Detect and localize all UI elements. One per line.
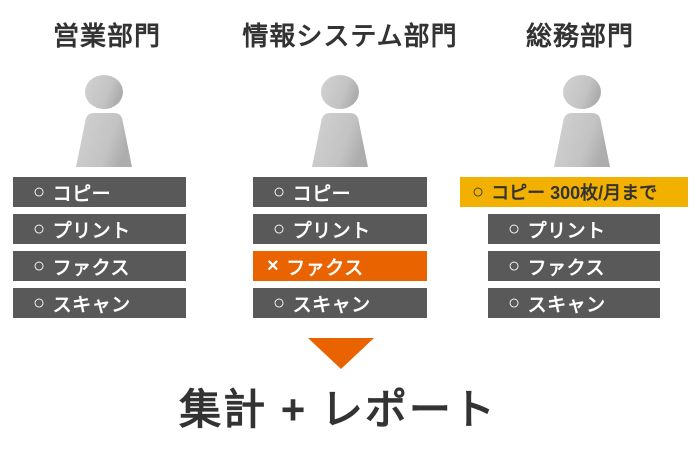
ok-mark: ○ (33, 218, 46, 240)
capability-item: ○ スキャン (253, 288, 427, 318)
capability-label: プリント (292, 220, 371, 242)
capability-label: ファクス (52, 257, 131, 279)
summary-label: 集計 + レポート (179, 386, 497, 433)
capability-item-disabled: × ファクス (253, 251, 427, 281)
person-icon (554, 75, 610, 167)
capability-label: ファクス (286, 257, 364, 279)
ok-mark: ○ (508, 218, 521, 240)
ok-mark: ○ (472, 181, 485, 203)
capability-item: ○ スキャン (488, 288, 660, 318)
capability-item: ○ ファクス (488, 251, 660, 281)
capability-label: ファクス (527, 257, 606, 279)
capability-list-sales: ○ コピー ○ プリント ○ ファクス ○ スキャン (13, 177, 186, 318)
capability-list-it: ○ コピー ○ プリント × ファクス ○ スキャン (253, 177, 427, 318)
capability-label: プリント (52, 220, 131, 242)
ok-mark: ○ (273, 181, 286, 203)
capability-label: スキャン (292, 294, 371, 316)
capability-item: ○ コピー (13, 177, 186, 207)
capability-label: スキャン (52, 294, 131, 316)
capability-item: ○ プリント (253, 214, 427, 244)
ng-mark: × (267, 255, 280, 277)
down-arrow-icon (308, 338, 374, 369)
capability-label: コピー 300枚/月まで (491, 183, 658, 203)
ok-mark: ○ (33, 292, 46, 314)
capability-item: ○ スキャン (13, 288, 186, 318)
capability-label: プリント (527, 220, 606, 242)
capability-item: ○ ファクス (13, 251, 186, 281)
ok-mark: ○ (273, 292, 286, 314)
capability-item: ○ コピー (253, 177, 427, 207)
person-icon (76, 75, 132, 167)
capability-item-limited: ○ コピー 300枚/月まで (460, 177, 688, 207)
capability-label: コピー (292, 183, 352, 205)
department-title-general-affairs: 総務部門 (525, 21, 635, 51)
capability-label: スキャン (527, 294, 606, 316)
ok-mark: ○ (33, 181, 46, 203)
capability-list-general-affairs: ○ コピー 300枚/月まで ○ プリント ○ ファクス ○ スキャン (460, 177, 688, 318)
capability-item: ○ プリント (488, 214, 660, 244)
ok-mark: ○ (33, 255, 46, 277)
department-title-sales: 営業部門 (52, 21, 162, 51)
ok-mark: ○ (508, 255, 521, 277)
capability-label: コピー (52, 183, 112, 205)
person-icon (312, 75, 368, 167)
ok-mark: ○ (273, 218, 286, 240)
ok-mark: ○ (508, 292, 521, 314)
department-title-it: 情報システム部門 (242, 21, 458, 51)
capability-item: ○ プリント (13, 214, 186, 244)
